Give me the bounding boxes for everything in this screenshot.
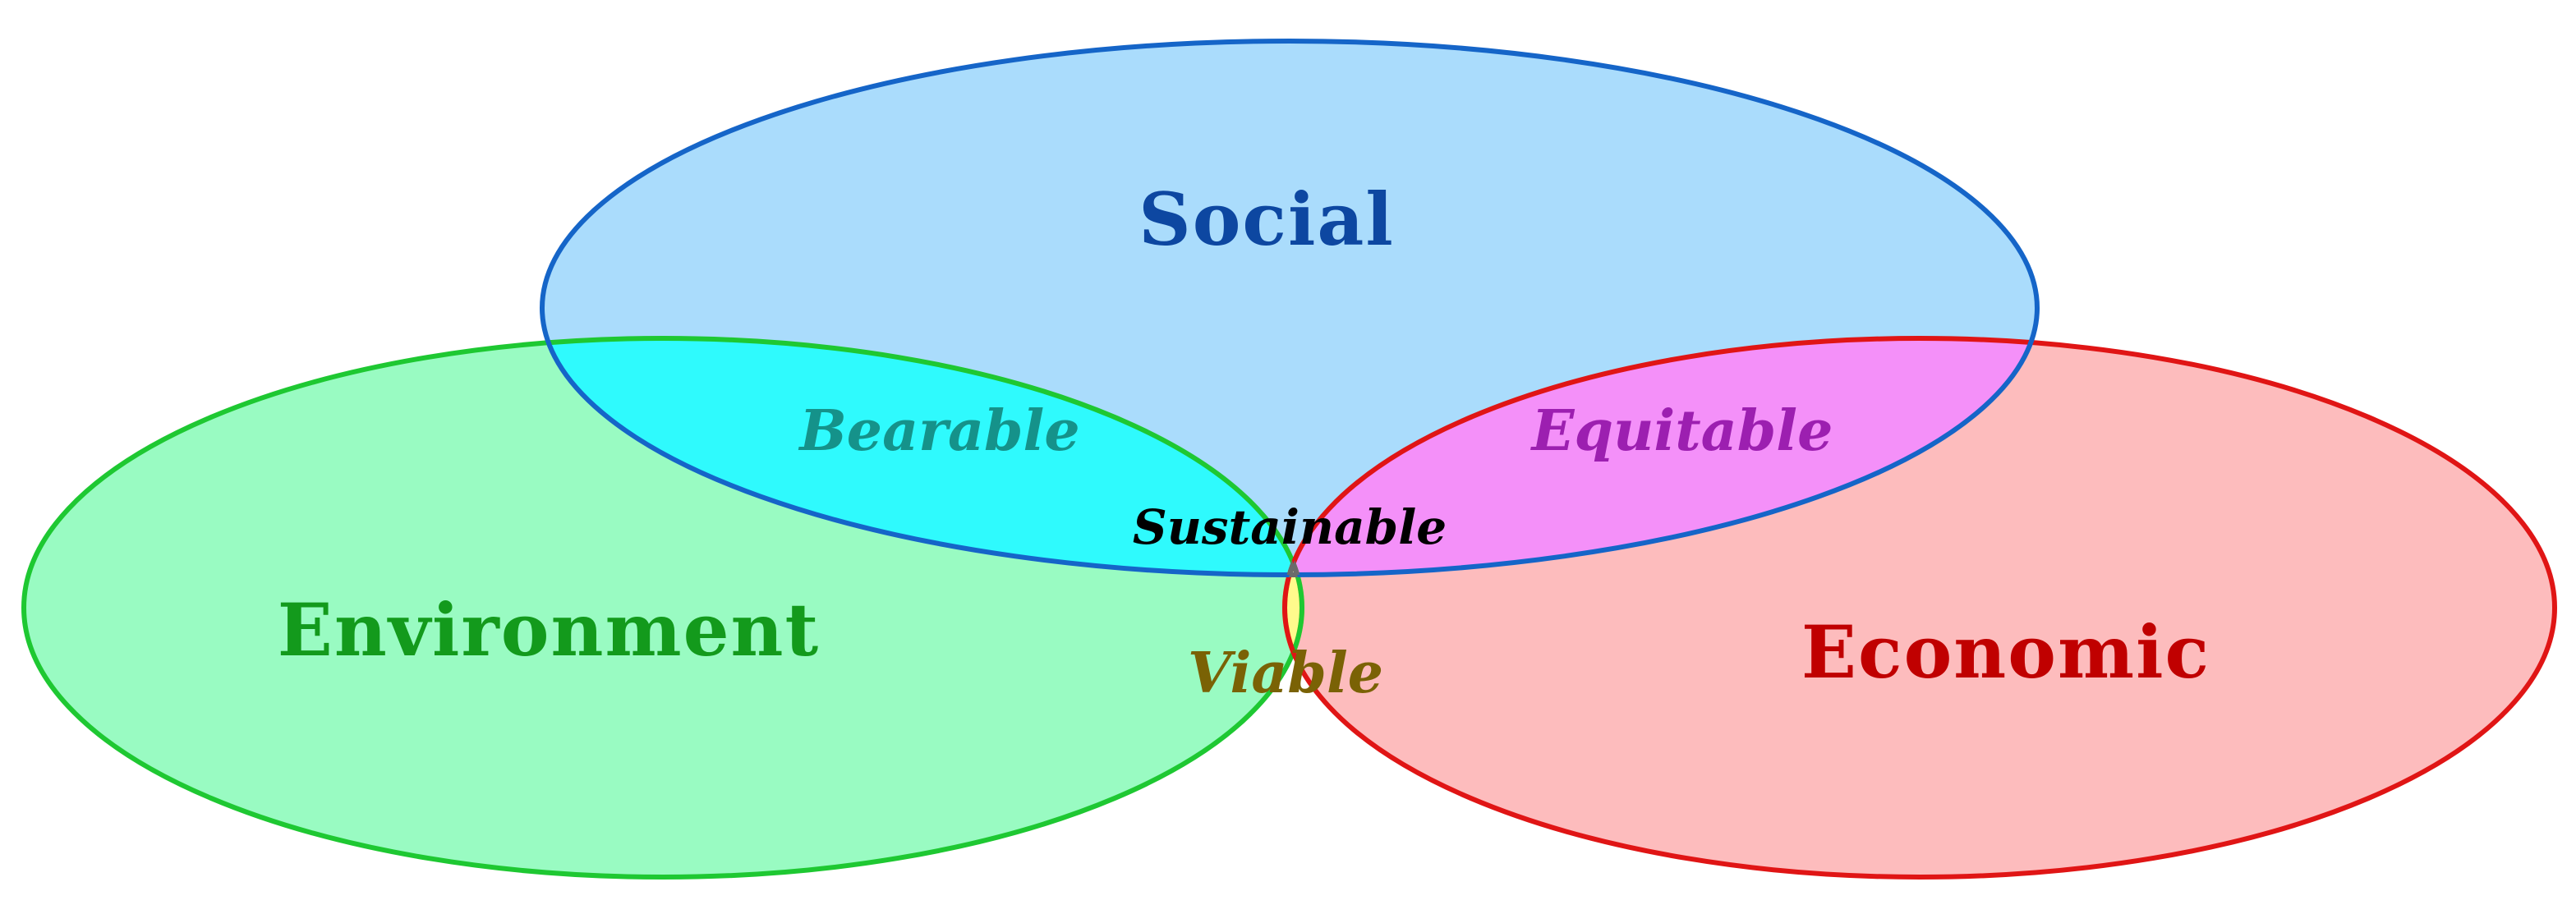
economic-label: Economic [1801, 609, 2210, 695]
environment-outline [21, 336, 1304, 880]
viable-label: Viable [1188, 641, 1383, 706]
equitable-region [1285, 338, 2037, 575]
sustainable-label: Sustainable [1133, 499, 1447, 555]
bearable-label: Bearable [798, 398, 1079, 464]
environment-label: Environment [278, 587, 820, 673]
bearable-region [542, 338, 1302, 575]
sustainable-border [1285, 338, 1302, 577]
economic-outline [1282, 336, 2557, 880]
social-label: Social [1138, 177, 1395, 262]
equitable-label: Equitable [1530, 398, 1833, 464]
